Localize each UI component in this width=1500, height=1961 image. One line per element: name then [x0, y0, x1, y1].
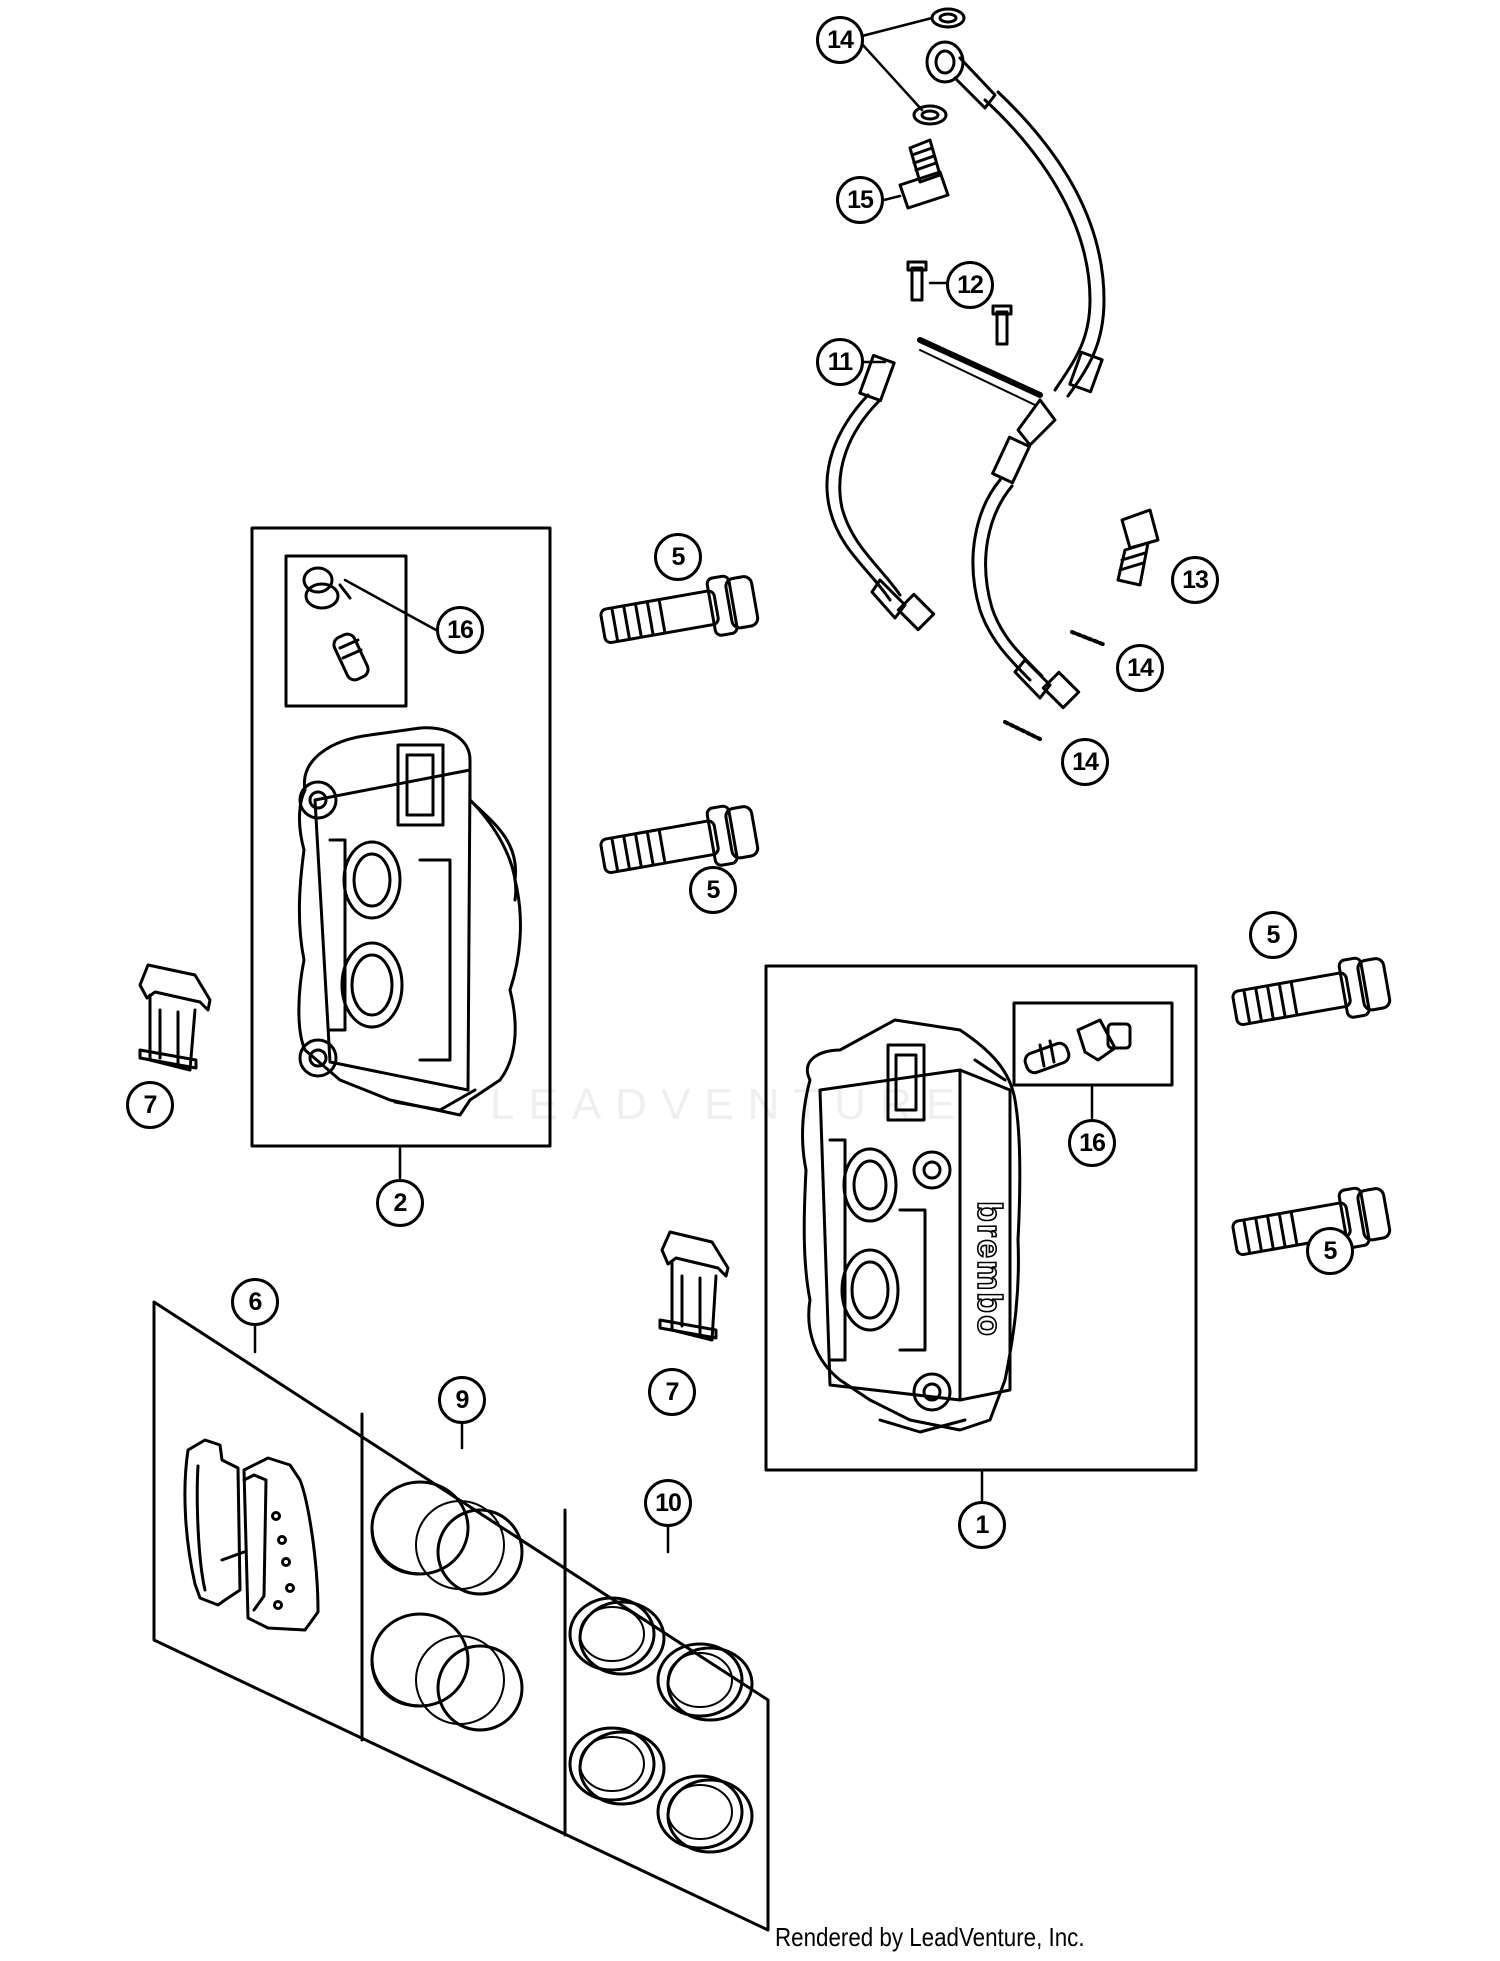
callout-c16b[interactable]: 16 — [1068, 1119, 1116, 1167]
callout-c5a[interactable]: 5 — [654, 533, 702, 581]
callout-c5b[interactable]: 5 — [689, 866, 737, 914]
piston-seals — [568, 1596, 754, 1854]
pad-spring-right — [658, 1230, 730, 1342]
callout-c11[interactable]: 11 — [816, 338, 864, 386]
callout-c2[interactable]: 2 — [376, 1179, 424, 1227]
brake-hose — [825, 90, 1160, 742]
callout-c1[interactable]: 1 — [958, 1501, 1006, 1549]
callout-c5d[interactable]: 5 — [1306, 1227, 1354, 1275]
callout-c6[interactable]: 6 — [231, 1278, 279, 1326]
callout-c13[interactable]: 13 — [1171, 556, 1219, 604]
callout-c14c[interactable]: 14 — [1061, 738, 1109, 786]
callout-c7a[interactable]: 7 — [126, 1081, 174, 1129]
pad-spring-left — [138, 963, 212, 1072]
caliper-brand-label: brembo — [969, 1200, 1009, 1338]
callout-c5c[interactable]: 5 — [1249, 911, 1297, 959]
credit-text: Rendered by LeadVenture, Inc. — [775, 1922, 1085, 1952]
caliper-left-group — [250, 526, 552, 1148]
banjo-bolt-assembly — [898, 7, 997, 210]
pad-kit-outline — [152, 1300, 770, 1932]
caliper-bolts — [599, 574, 1392, 1257]
callout-c7b[interactable]: 7 — [648, 1368, 696, 1416]
callout-c12[interactable]: 12 — [946, 261, 994, 309]
callout-c14b[interactable]: 14 — [1116, 644, 1164, 692]
brake-pads — [183, 1438, 320, 1632]
callout-c10[interactable]: 10 — [644, 1479, 692, 1527]
pistons — [370, 1480, 524, 1732]
leader-lines — [253, 16, 1094, 1554]
callout-c16a[interactable]: 16 — [436, 606, 484, 654]
callout-c14a[interactable]: 14 — [816, 16, 864, 64]
watermark: LEADVENTURE — [490, 1080, 970, 1129]
caliper-right-group — [764, 964, 1198, 1472]
callout-c15[interactable]: 15 — [836, 176, 884, 224]
callout-c9[interactable]: 9 — [438, 1376, 486, 1424]
